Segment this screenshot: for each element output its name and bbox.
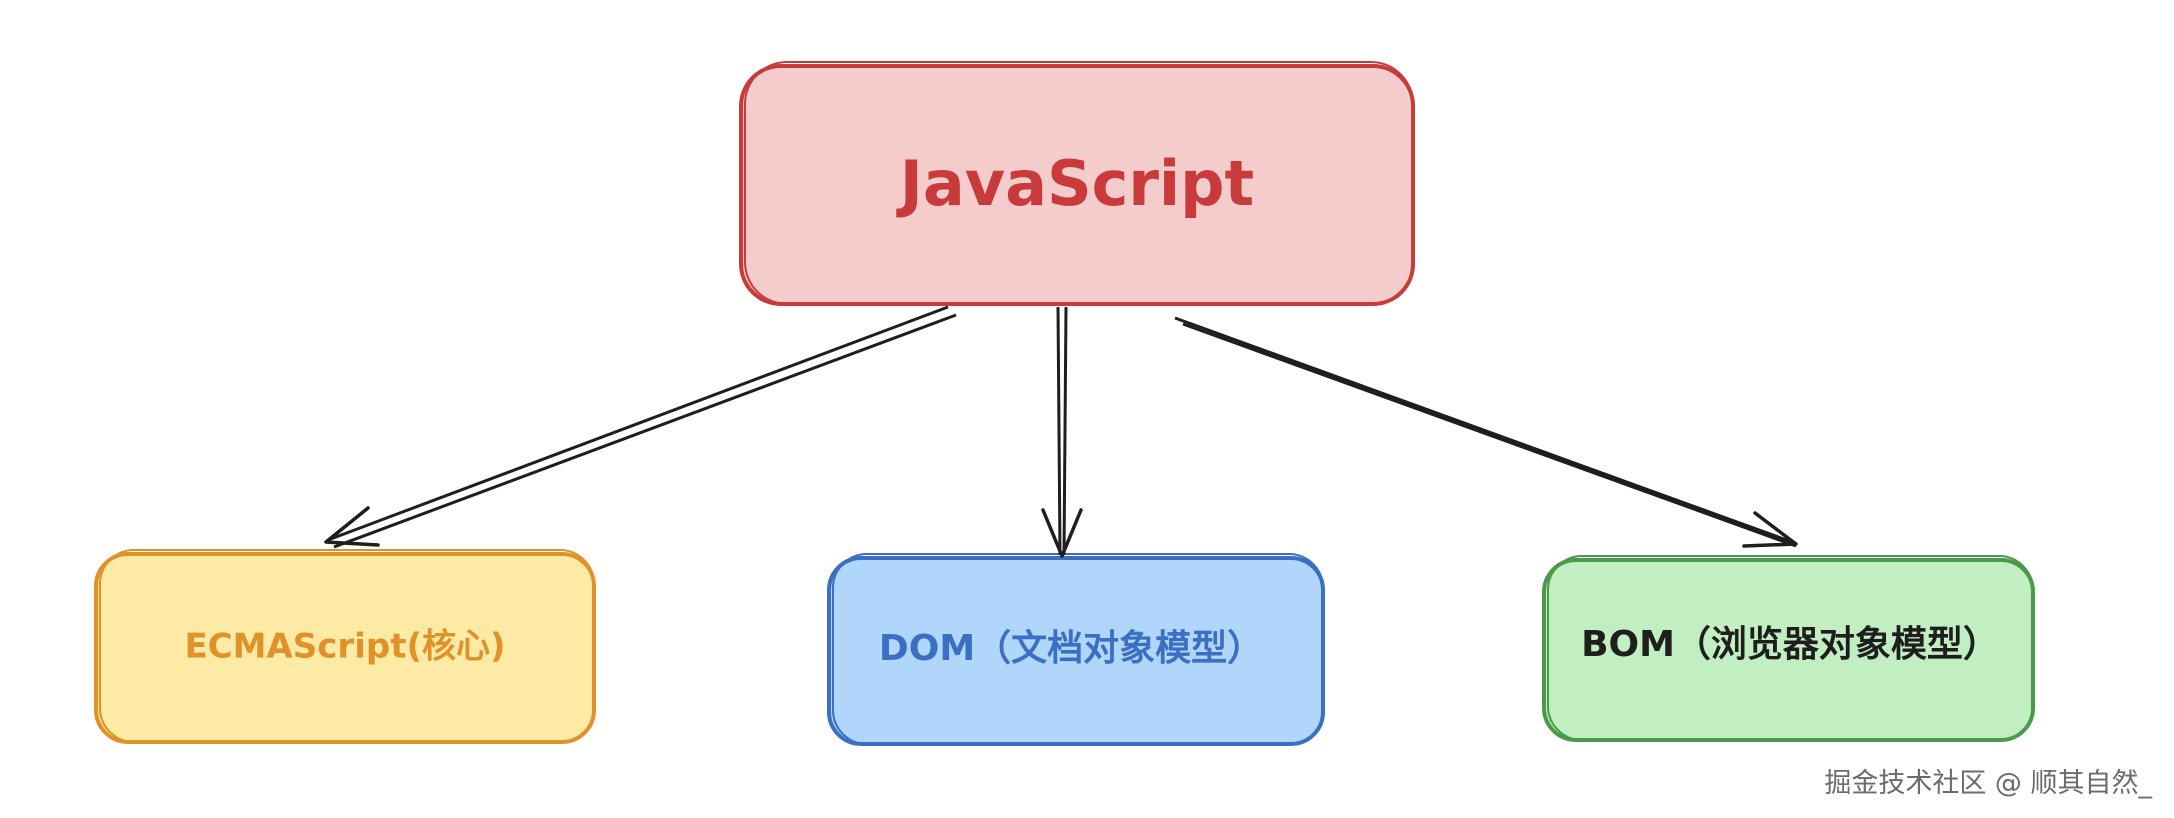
node-bom[interactable]: BOM（浏览器对象模型） [1542,555,2035,742]
node-javascript[interactable]: JavaScript [739,61,1415,306]
edge-javascript-dom [1041,306,1083,558]
node-bom-box-sketch [1547,555,2034,741]
edge-javascript-ecmascript [324,305,957,549]
node-dom-label: DOM（文档对象模型） [879,628,1263,669]
node-bom-label: BOM（浏览器对象模型） [1581,624,1999,665]
node-dom[interactable]: DOM（文档对象模型） [827,553,1325,746]
node-javascript-box-sketch [744,61,1414,305]
node-ecmascript[interactable]: ECMAScript(核心) [94,549,596,744]
watermark: 掘金技术社区 @ 顺其自然_ [1824,768,2152,799]
node-ecmascript-box-sketch [99,549,595,743]
node-javascript-label: JavaScript [896,147,1254,220]
node-ecmascript-label: ECMAScript(核心) [184,627,505,667]
node-dom-box-sketch [832,553,1324,745]
edge-javascript-bom [1174,316,1798,548]
